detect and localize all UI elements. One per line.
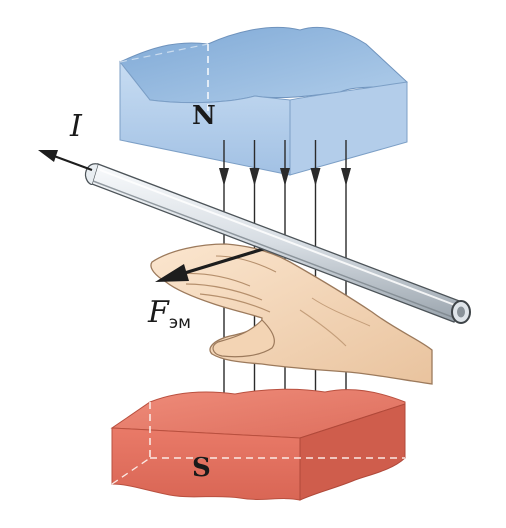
south-top-face — [110, 388, 406, 439]
hand-thumb — [212, 319, 275, 358]
south-side-face — [299, 403, 406, 501]
south-magnet: S — [110, 388, 406, 501]
conductor-wire — [84, 163, 471, 324]
force-label-group: Fэм — [147, 295, 191, 333]
north-side-face — [289, 81, 408, 176]
north-front-face — [119, 60, 291, 176]
north-magnet: N — [119, 26, 408, 176]
current-direction-arrow — [38, 150, 93, 171]
field-line-arrowhead — [280, 168, 290, 186]
south-front-face — [111, 427, 301, 501]
force-arrowhead — [155, 264, 189, 282]
north-label: N — [192, 101, 216, 131]
field-line-arrowhead — [219, 168, 229, 186]
force-subscript: эм — [169, 313, 191, 333]
field-line-arrowhead — [249, 168, 260, 186]
force-label: F — [147, 295, 170, 330]
right-hand — [150, 243, 433, 385]
current-label: I — [69, 109, 83, 144]
south-label: S — [192, 453, 211, 483]
field-line-arrowhead — [310, 168, 321, 186]
field-line-arrowhead — [341, 168, 351, 186]
hand-palm — [150, 243, 433, 385]
current-arrowhead — [38, 150, 58, 162]
